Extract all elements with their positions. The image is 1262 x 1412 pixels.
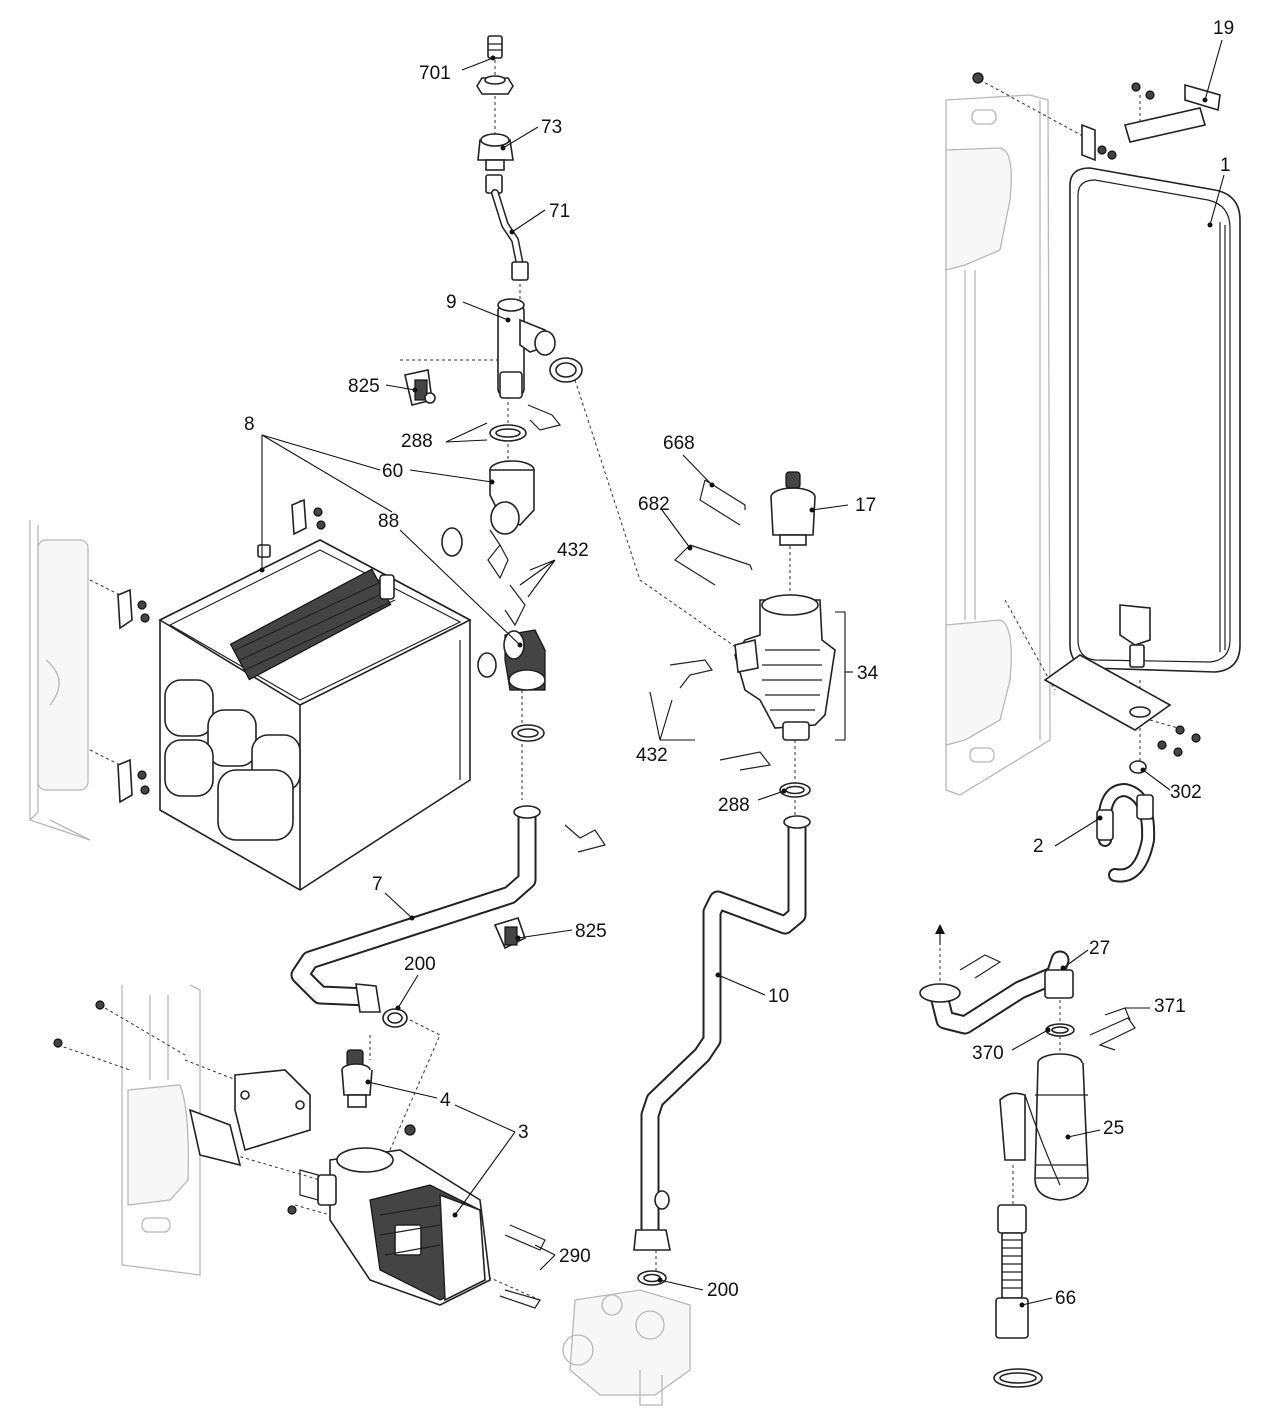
sensor-825-top: [404, 369, 436, 406]
heat-exchanger-8: [158, 539, 472, 891]
vessel-bottom-bracket: [1043, 654, 1201, 757]
callout-290: 290: [559, 1246, 591, 1267]
callout-10: 10: [768, 986, 789, 1007]
clip-27: [959, 954, 1002, 979]
pipe-71: [485, 174, 529, 281]
clip-lower-right: [719, 751, 772, 771]
callout-73: 73: [541, 117, 562, 138]
flow-pipe-7: [290, 805, 541, 1013]
callout-302: 302: [1170, 782, 1202, 803]
tee-fitting-9: [497, 298, 556, 399]
oring-288-top: [489, 424, 527, 442]
leader-lines: [259, 39, 1225, 1308]
air-vent-17: [770, 471, 816, 546]
callout-7: 7: [372, 874, 383, 895]
callout-19: 19: [1213, 18, 1234, 39]
condensate-pipe-27: [919, 950, 1074, 1035]
callout-668: 668: [663, 433, 695, 454]
right-frame-panel: [945, 94, 1051, 796]
callout-71: 71: [549, 201, 570, 222]
callout-701: 701: [419, 63, 451, 84]
callout-3: 3: [518, 1122, 529, 1143]
callout-60: 60: [382, 461, 403, 482]
flexible-hose-2: [1096, 783, 1156, 883]
callout-4: 4: [440, 1090, 451, 1111]
bracket-19: [1123, 82, 1221, 143]
elbow-88: [503, 629, 546, 691]
pump-bracket: [53, 1000, 311, 1167]
oring-60: [441, 527, 463, 557]
bottom-left-frame: [121, 984, 201, 1276]
clip-60: [487, 529, 509, 580]
callout-288-right: 288: [718, 795, 750, 816]
callout-288-top: 288: [401, 431, 433, 452]
arrow-up: [935, 924, 945, 945]
bracket-left-top: [117, 588, 150, 630]
clip-668: [699, 479, 746, 526]
oring-370: [1045, 1023, 1075, 1037]
callout-17: 17: [855, 495, 876, 516]
callout-200-bottom: 200: [707, 1280, 739, 1301]
oring-288-right: [779, 782, 811, 798]
callout-371: 371: [1154, 996, 1186, 1017]
clip-682: [674, 544, 753, 586]
oring-lower: [511, 724, 545, 742]
callout-2: 2: [1033, 836, 1044, 857]
return-pipe-10: [633, 815, 811, 1251]
elbow-60: [489, 460, 535, 535]
callout-27: 27: [1089, 938, 1110, 959]
callout-200-left: 200: [404, 954, 436, 975]
callout-682: 682: [638, 494, 670, 515]
clip-432-right: [669, 659, 714, 689]
callout-432-top: 432: [557, 540, 589, 561]
clip-432-top: [527, 404, 562, 431]
vessel-top-bracket: [972, 72, 1117, 162]
bottom-valve-ghost: [562, 1289, 691, 1406]
clip-lower-mid: [564, 824, 606, 853]
pump-3: [287, 1124, 491, 1306]
corrugated-hose-66: [993, 1204, 1043, 1388]
washer-200-left: [382, 1008, 408, 1028]
callout-25: 25: [1103, 1118, 1124, 1139]
clip-371: [1089, 1017, 1136, 1051]
left-frame-panel: [29, 520, 91, 841]
washer-200-bottom: [637, 1270, 667, 1286]
callout-8: 8: [244, 414, 255, 435]
callout-825-top: 825: [348, 376, 380, 397]
air-vent-nipple: [487, 35, 503, 59]
callout-1: 1: [1220, 155, 1231, 176]
callout-66: 66: [1055, 1288, 1076, 1309]
clip-290: [499, 1224, 546, 1309]
expansion-vessel-1: [1069, 167, 1241, 673]
oring-9: [549, 357, 583, 383]
bracket-left-bottom: [117, 758, 150, 804]
callout-34: 34: [857, 663, 879, 684]
siphon-25: [999, 1053, 1089, 1201]
clip-432-left: [504, 584, 526, 627]
callout-432-right: 432: [636, 745, 668, 766]
callout-825-mid: 825: [575, 921, 607, 942]
manifold-34: [734, 594, 836, 741]
sensor-825-mid: [493, 917, 526, 950]
air-vent-4: [341, 1049, 373, 1108]
fitting-73: [477, 133, 514, 171]
callout-labels: 701 73 71 9 825 288 8 60 88 432 668 682 …: [244, 18, 1234, 1309]
callout-88: 88: [378, 511, 399, 532]
nut-701: [476, 75, 514, 95]
callout-370: 370: [972, 1043, 1004, 1064]
bracket-top-center: [291, 498, 326, 536]
callout-9: 9: [446, 292, 457, 313]
oring-88: [477, 652, 497, 678]
